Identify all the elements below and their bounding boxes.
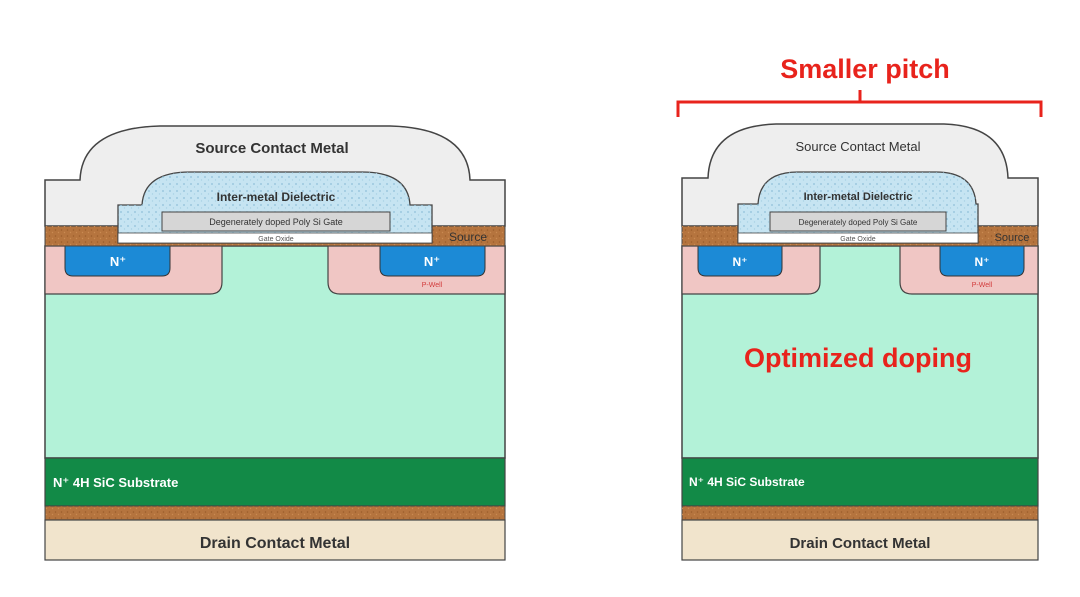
left-n-plus-right-label: N⁺: [424, 254, 440, 269]
left-drain-contact-label: Drain Contact Metal: [200, 535, 350, 552]
left-substrate: [44, 457, 506, 507]
left-p-well-label: P-Well: [422, 282, 443, 289]
left-n-plus-right-region: [379, 245, 486, 277]
right-dielectric-label: Inter-metal Dielectric: [804, 191, 913, 203]
right-source-contact-label: Source Contact Metal: [795, 139, 920, 154]
left-dielectric-texture: [118, 172, 432, 243]
left-drain-contact-metal: [44, 519, 506, 561]
right-drain-contact-label: Drain Contact Metal: [790, 535, 931, 552]
left-gate-oxide: [117, 232, 433, 244]
right-poly-gate: [769, 211, 947, 232]
left-n-plus-left-label: N⁺: [110, 254, 126, 269]
right-substrate-label: N⁺ 4H SiC Substrate: [689, 475, 805, 489]
right-gate-oxide: [737, 232, 979, 244]
right-dielectric-texture: [738, 172, 978, 243]
right-p-well-label: P-Well: [972, 282, 993, 289]
left-drain-brown-texture: [45, 506, 505, 520]
right-device: Smaller pitch N⁺ N⁺ P-Well Optimized dop…: [676, 54, 1043, 561]
left-source-label: Source: [449, 230, 487, 244]
right-source-label: Source: [995, 232, 1030, 244]
left-n-plus-left-region: [64, 245, 171, 277]
right-n-plus-right-region: [939, 245, 1025, 277]
pitch-bracket: [676, 90, 1043, 117]
left-device: N⁺ N⁺ P-Well N⁺ 4H SiC Substrate Drain C…: [44, 125, 506, 561]
right-n-plus-left-region: [697, 245, 783, 277]
right-n-plus-left-label: N⁺: [733, 255, 748, 269]
right-gate-oxide-label: Gate Oxide: [840, 236, 876, 243]
right-substrate: [681, 457, 1039, 507]
smaller-pitch-annotation: Smaller pitch: [780, 54, 950, 84]
left-source-contact-label: Source Contact Metal: [195, 140, 348, 157]
left-poly-gate-label: Degenerately doped Poly Si Gate: [209, 217, 343, 227]
right-drain-brown-texture: [682, 506, 1038, 520]
left-substrate-label: N⁺ 4H SiC Substrate: [53, 475, 178, 490]
right-poly-gate-label: Degenerately doped Poly Si Gate: [799, 218, 918, 227]
left-gate-oxide-label: Gate Oxide: [258, 236, 294, 243]
right-n-plus-right-label: N⁺: [975, 255, 990, 269]
right-drain-contact-metal: [681, 519, 1039, 561]
left-poly-gate: [161, 211, 391, 232]
left-dielectric-label: Inter-metal Dielectric: [217, 190, 336, 204]
optimized-doping-annotation: Optimized doping: [744, 343, 972, 373]
